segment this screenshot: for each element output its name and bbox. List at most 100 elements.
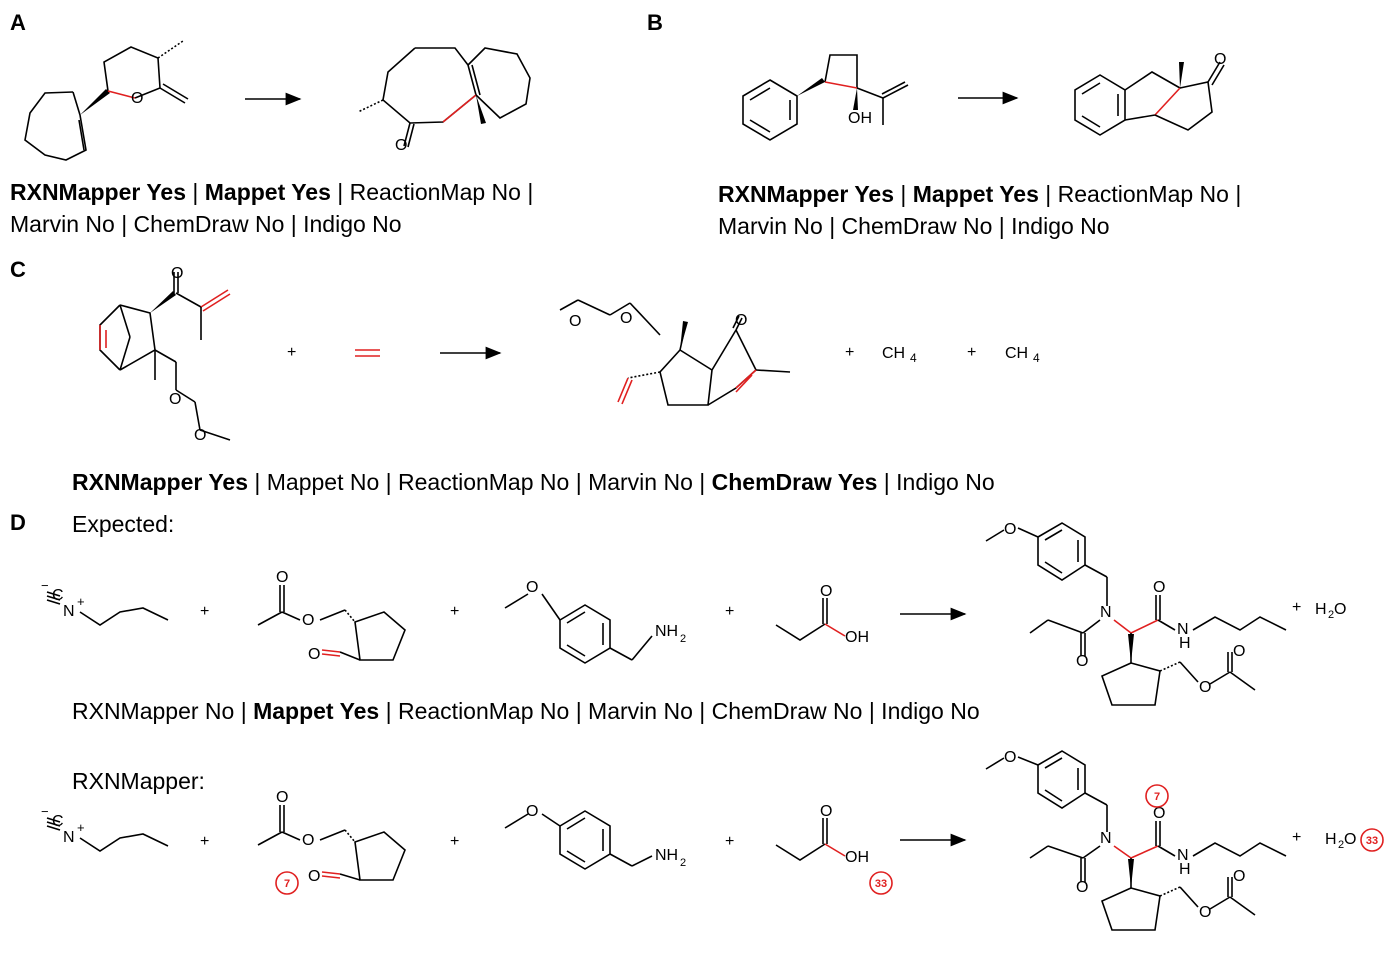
svg-text:O: O [1214,51,1226,68]
svg-text:O: O [1076,653,1088,670]
mismapped-marker: 33 [1360,828,1384,852]
panel-a-caption: RXNMapper Yes | Mappet Yes | ReactionMap… [10,176,533,240]
panel-b-product-labels: O [1214,51,1226,68]
svg-text:O: O [194,427,206,444]
svg-text:N: N [63,603,75,620]
svg-text:−: − [41,804,49,819]
svg-text:2: 2 [1338,839,1344,851]
plus-sign: + [450,603,459,620]
svg-text:+: + [77,820,85,835]
svg-text:O: O [308,868,320,885]
panel-c-ethylene [355,349,380,357]
panel-b-product [1074,61,1225,136]
panel-c-caption: RXNMapper Yes | Mappet No | ReactionMap … [72,466,995,498]
caption-line: Marvin No | ChemDraw No | Indigo No [718,210,1241,242]
rxnmapper-label: RXNMapper: [72,768,205,794]
plus-sign: + [1292,829,1301,846]
svg-text:N: N [1100,604,1112,621]
svg-text:O: O [308,646,320,663]
svg-text:N: N [1177,621,1189,638]
svg-text:O: O [302,832,314,849]
panel-b-reactant-labels: OH [848,110,872,127]
panel-d-caption: RXNMapper No | Mappet Yes | ReactionMap … [72,695,980,727]
svg-text:O: O [302,612,314,629]
plus-sign: + [725,833,734,850]
svg-text:O: O [735,312,747,329]
svg-text:O: O [820,803,832,820]
svg-text:O: O [1233,868,1245,885]
svg-text:O: O [526,803,538,820]
svg-text:7: 7 [1154,791,1160,803]
caption-positive-result: Mappet Yes [912,181,1039,207]
panel-c-reactant-labels: O O O [169,265,206,444]
panel-d-rxnmapper-labels: C N − + O O O O NH 2 O OH + + + [41,789,869,885]
panel-label-b: B [647,10,663,35]
caption-line: RXNMapper No | Mappet Yes | ReactionMap … [72,695,980,727]
caption-line: RXNMapper Yes | Mappet Yes | ReactionMap… [718,178,1241,210]
expected-label: Expected: [72,511,175,537]
plus-sign: + [967,344,976,361]
plus-sign: + [200,603,209,620]
panel-c-product-labels: O O O [569,310,747,330]
svg-text:OH: OH [845,849,869,866]
svg-text:C: C [52,813,64,830]
caption-positive-result: Mappet Yes [204,179,331,205]
svg-text:33: 33 [875,878,887,890]
svg-text:O: O [1004,521,1016,538]
svg-text:O: O [1233,643,1245,660]
svg-text:OH: OH [848,110,872,127]
caption-line: RXNMapper Yes | Mappet Yes | ReactionMap… [10,176,533,208]
svg-text:N: N [1100,830,1112,847]
svg-text:H: H [1325,831,1337,848]
svg-text:O: O [1004,749,1016,766]
panel-a-reactant-labels: O [131,90,143,107]
svg-text:O: O [820,583,832,600]
panel-b-caption: RXNMapper Yes | Mappet Yes | ReactionMap… [718,178,1241,242]
caption-text: RXNMapper No | [72,698,254,724]
svg-text:H: H [1179,635,1191,652]
caption-line: Marvin No | ChemDraw No | Indigo No [10,208,533,240]
svg-text:O: O [395,137,407,154]
panel-d-expected [46,585,846,664]
panel-a-product [357,47,531,148]
mismapped-marker: 7 [275,871,299,895]
svg-text:OH: OH [845,629,869,646]
caption-positive-result: RXNMapper Yes [72,469,248,495]
svg-text:O: O [1199,904,1211,921]
plus-sign: + [1292,599,1301,616]
svg-text:N: N [63,829,75,846]
svg-text:O: O [1153,805,1165,822]
caption-text: | [185,179,205,205]
panel-d-rxnmapper-product-labels: O N O O N H O O + H 2 O [1004,749,1356,921]
panel-c-byproducts: + + + CH 4 CH 4 [287,344,1040,365]
svg-text:+: + [77,594,85,609]
plus-sign: + [450,833,459,850]
methane-formula: CH [882,345,905,362]
svg-text:H: H [1179,861,1191,878]
panel-c-reactant [99,272,231,441]
mismapped-marker: 33 [869,871,893,895]
svg-text:O: O [569,313,581,330]
panel-d-rxnmapper-product [985,750,1287,931]
panel-d-rxnmapper [46,805,846,881]
caption-line: RXNMapper Yes | Mappet No | ReactionMap … [72,466,995,498]
panel-label-c: C [10,257,26,282]
methane-subscript: 4 [1033,351,1040,365]
panel-a-reactant [24,40,189,161]
caption-positive-result: Mappet Yes [253,698,380,724]
caption-text: Marvin No | ChemDraw No | Indigo No [718,213,1110,239]
svg-text:O: O [169,391,181,408]
caption-text: | Mappet No | ReactionMap No | Marvin No… [247,469,712,495]
plus-sign: + [287,344,296,361]
panel-d-expected-product-labels: O N O O N H O O + H 2 O [1004,521,1346,696]
svg-text:O: O [131,90,143,107]
svg-text:2: 2 [680,857,686,869]
methane-subscript: 4 [910,351,917,365]
svg-text:NH: NH [655,623,678,640]
plus-sign: + [845,344,854,361]
svg-text:NH: NH [655,847,678,864]
mismapped-marker: 7 [1145,784,1169,808]
svg-text:O: O [1199,679,1211,696]
panel-c-product [559,299,791,406]
